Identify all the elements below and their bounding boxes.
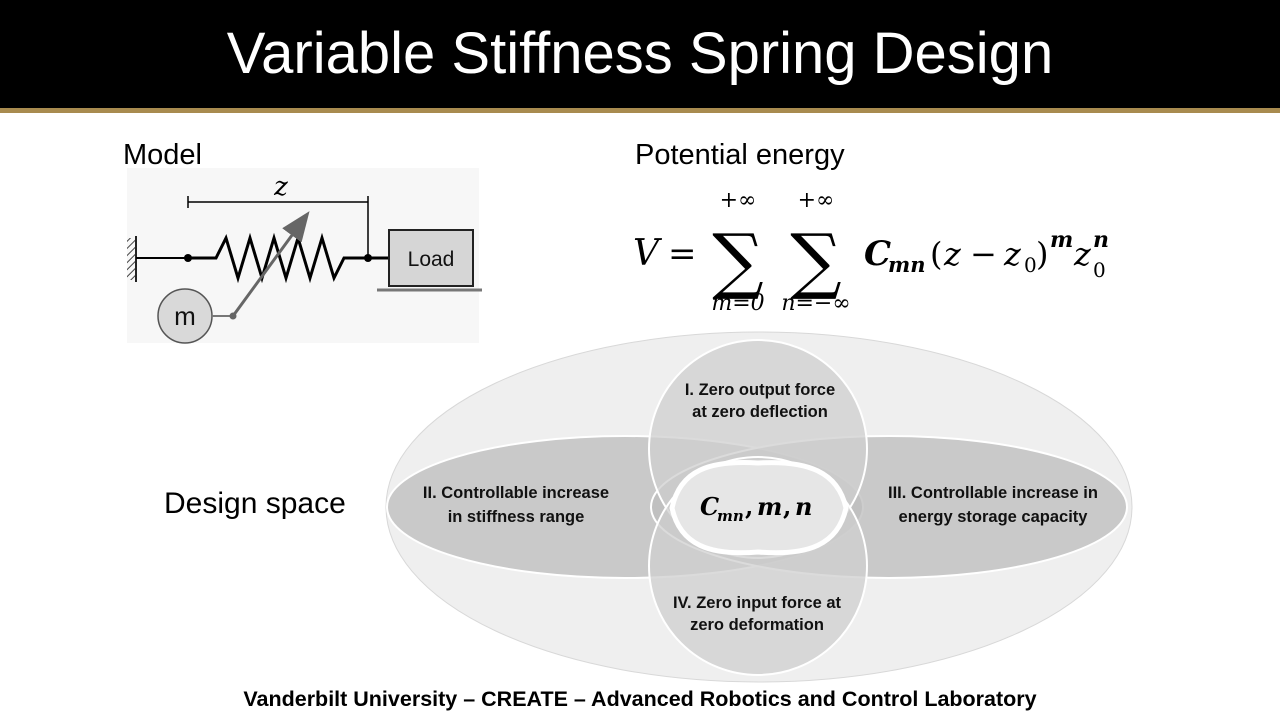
z-label: z	[273, 172, 288, 202]
goal3-line1: III. Controllable increase in	[888, 484, 1098, 502]
svg-text:−: −	[970, 235, 997, 273]
sum1-sigma: ∑	[712, 218, 763, 302]
energy-lhs: V	[633, 233, 663, 274]
goal4-line2: zero deformation	[690, 616, 824, 634]
design-space-label: Design space	[164, 487, 346, 520]
svg-text:n: n	[795, 492, 812, 521]
z-dimension: z	[187, 172, 369, 258]
load-block: Load	[377, 229, 482, 292]
title-bar	[0, 0, 1280, 113]
sum2-sigma: ∑	[790, 218, 841, 302]
svg-text:m: m	[757, 492, 782, 521]
wall-ground	[127, 236, 137, 282]
motor-m: m	[157, 211, 310, 344]
energy-label: Potential energy	[635, 139, 845, 171]
sum1-lower-limit: m=0	[711, 291, 764, 316]
svg-text:C: C	[864, 234, 891, 274]
goal1-line2: at zero deflection	[692, 403, 828, 421]
goal3-line2: energy storage capacity	[899, 508, 1089, 526]
energy-term: C mn ( z − z 0 ) m z 0 n	[864, 227, 1109, 282]
svg-text:n: n	[1093, 227, 1109, 253]
svg-text:m: m	[1050, 227, 1073, 253]
svg-text:mn: mn	[717, 507, 744, 525]
svg-text:,: ,	[745, 492, 753, 521]
goal2-line2: in stiffness range	[448, 508, 585, 526]
goal4-line1: IV. Zero input force at	[673, 594, 842, 612]
load-label: Load	[408, 248, 455, 271]
design-variables: C mn , m , n	[700, 492, 812, 525]
sum2-lower-limit: n=−∞	[781, 291, 850, 316]
svg-text:z: z	[1073, 235, 1092, 273]
design-space-venn: I. Zero output force at zero deflection …	[385, 331, 1133, 683]
sum1-upper-limit: +∞	[720, 188, 757, 213]
sum2-upper-limit: +∞	[798, 188, 835, 213]
slide-title: Variable Stiffness Spring Design	[226, 21, 1054, 86]
svg-text:z: z	[1003, 235, 1022, 273]
potential-energy-equation: V = +∞ ∑ m=0 +∞ ∑ n=−∞ C mn ( z − z 0 ) …	[633, 188, 1109, 316]
intersection-region	[669, 460, 849, 556]
mass-label: m	[174, 301, 196, 331]
svg-text:0: 0	[1024, 253, 1037, 277]
goal1-line1: I. Zero output force	[685, 381, 835, 399]
svg-text:mn: mn	[888, 252, 926, 277]
goal2-line1: II. Controllable increase	[423, 484, 609, 502]
energy-equals: =	[668, 234, 697, 274]
svg-text:z: z	[943, 235, 962, 273]
svg-text:(: (	[930, 235, 942, 273]
title-accent-line	[0, 108, 1280, 113]
svg-text:): )	[1036, 235, 1048, 273]
model-label: Model	[123, 139, 202, 171]
svg-text:0: 0	[1093, 258, 1106, 282]
svg-text:,: ,	[783, 492, 791, 521]
svg-text:C: C	[700, 492, 719, 521]
footer: Vanderbilt University – CREATE – Advance…	[243, 687, 1037, 711]
